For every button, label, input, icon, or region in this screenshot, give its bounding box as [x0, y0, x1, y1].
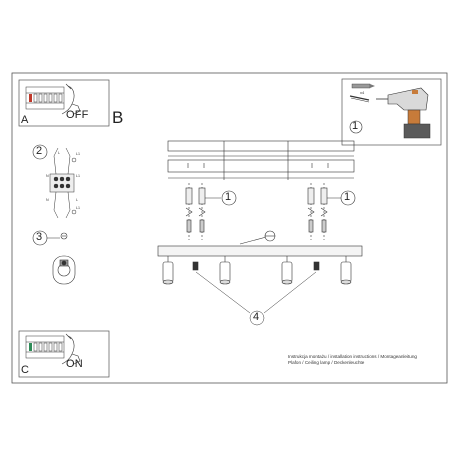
screw-set-right [307, 183, 328, 240]
panel-b-letter: B [112, 108, 124, 127]
spotlight-1 [162, 256, 174, 285]
hand-switch-on-icon [61, 333, 81, 365]
screw-set-left [185, 183, 206, 240]
panel-ground [32, 230, 76, 285]
screw-icon [349, 95, 370, 103]
panel-c [18, 330, 110, 378]
panel-a [18, 79, 110, 127]
step-1-badge-tools [349, 120, 363, 134]
sheet-frame [11, 72, 448, 384]
screw-count: x4 [360, 90, 365, 95]
wall-plug-icon [351, 83, 375, 89]
step-1-label-left: 1 [225, 191, 232, 203]
ceiling-bracket [167, 140, 355, 180]
panel-tools [341, 78, 442, 146]
ground-terminal-icon [52, 232, 76, 285]
bulb-left [192, 261, 199, 271]
fuse-box-icon [25, 86, 65, 110]
lamp-bar [157, 230, 363, 257]
step-1-label-right: 1 [344, 191, 351, 203]
spotlights [162, 256, 352, 285]
caption-line-2: Plafon / Ceiling lamp / Deckenleuchte [288, 360, 365, 365]
wire-label-n-bottom: N [46, 198, 49, 202]
spotlight-4 [340, 256, 352, 285]
wire-label-l1-bottom: L1 [76, 206, 80, 210]
step-2-badge [32, 144, 48, 160]
fuse-box-icon-on [25, 335, 65, 359]
instructions-caption: Instrukcja montażu / installation instru… [288, 354, 417, 366]
drill-icon [376, 87, 431, 139]
panel-c-status: ON [66, 358, 83, 370]
wire-label-l1-top: L1 [76, 152, 80, 156]
wire-label-n-top: N [46, 174, 49, 178]
wire-label-l1-mid: L1 [76, 174, 80, 178]
step-3-label: 3 [36, 231, 43, 243]
bulb-right [313, 261, 320, 271]
spotlight-2 [219, 256, 231, 285]
wire-label-l-bottom: L [76, 198, 78, 202]
panel-a-status: OFF [66, 109, 89, 121]
step-4-callout [195, 271, 317, 326]
terminal-block-icon [49, 147, 77, 219]
panel-c-letter: C [21, 364, 29, 376]
panel-a-letter: A [21, 114, 29, 126]
hand-switch-icon [61, 83, 81, 115]
step-4-label: 4 [253, 311, 260, 323]
step-2-label: 2 [36, 145, 43, 157]
panel-wiring [32, 144, 77, 219]
step-1-callout-left [205, 190, 237, 206]
wire-label-l-top: L [58, 151, 60, 155]
step-1-label-tools: 1 [352, 120, 359, 132]
caption-line-1: Instrukcja montażu / installation instru… [288, 354, 417, 359]
spotlight-3 [281, 256, 293, 285]
step-1-callout-right [327, 190, 356, 206]
